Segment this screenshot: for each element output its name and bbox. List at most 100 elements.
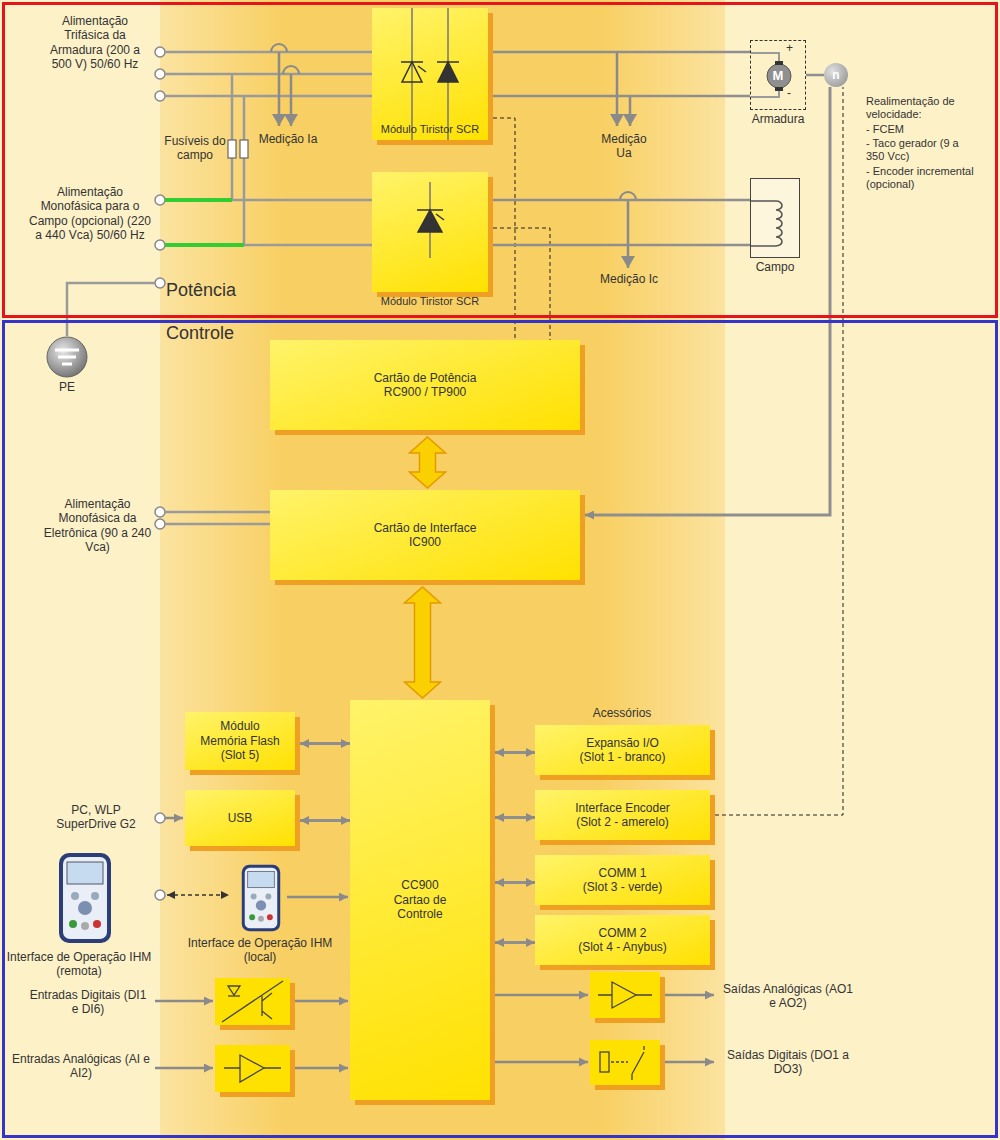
terminal (155, 47, 165, 900)
measurement-arrow (629, 96, 632, 126)
terminal (155, 47, 165, 57)
accessory-slot: COMM 1(Slot 3 - verde) (535, 855, 710, 905)
optocoupler-symbol (222, 981, 283, 1022)
box-title: Módulo Tiristor SCR (381, 123, 479, 136)
terminal (155, 69, 165, 79)
field-winding: Campo (750, 178, 800, 258)
io-label: Entradas Digitais (DI1 e DI6) (26, 988, 150, 1017)
optocoupler-symbol (262, 993, 272, 1019)
feedback-label: - Taco gerador (9 a 350 Vcc) (866, 137, 976, 163)
terminal (155, 813, 165, 823)
terminal (155, 507, 165, 517)
polarity-sign: + (786, 41, 798, 55)
thyristor-module-symbol (418, 210, 442, 232)
signal-arrow (665, 1061, 714, 1064)
power-section: PotênciaMódulo Tiristor SCRMódulo Tirist… (2, 2, 998, 318)
measurement-label: Medição Ua (592, 132, 656, 161)
group-label: Acessórios (582, 706, 662, 720)
measurement-arrow (627, 200, 630, 268)
io-block (215, 1045, 290, 1092)
data-link (495, 816, 535, 819)
supply-wire (67, 52, 372, 524)
box-title: Módulo Memória Flash (196, 719, 284, 748)
interface-card: Cartão de InterfaceIC900 (270, 490, 580, 580)
feedback-label: Realimentação de velocidade: (866, 95, 996, 121)
terminal (155, 890, 165, 900)
field-supply-wire (165, 200, 244, 245)
box-title: M (751, 68, 805, 84)
io-block (215, 978, 290, 1025)
supply-label: Alimentação Monofásica da Eletrônica (90… (40, 497, 155, 555)
io-label: Saídas Analógicas (AO1 e AO2) (718, 982, 858, 1011)
amplifier-symbol (612, 982, 636, 1008)
armature-motor: MArmadura (750, 40, 806, 110)
armature-motor-symbol (775, 87, 783, 91)
thyristor-module-symbol (401, 62, 426, 72)
fuse-symbol (240, 140, 248, 158)
power-wire (806, 74, 824, 77)
hmi-link (167, 894, 229, 896)
supply-label: Alimentação Monofásica para o Campo (opc… (28, 185, 152, 243)
box-subtitle: (Slot 4 - Anybus) (578, 940, 667, 954)
hmi-label: Interface de Operação IHM (remota) (4, 950, 154, 979)
amplifier-symbol (598, 994, 652, 995)
box-subtitle: RC900 / TP900 (384, 385, 467, 399)
optocoupler-symbol (228, 986, 240, 995)
thyristor-module: Módulo Tiristor SCR (372, 8, 488, 140)
box-title: COMM 1 (599, 866, 647, 880)
relay-symbol (600, 1052, 609, 1072)
box-subtitle: Armadura (752, 112, 805, 126)
flash-module: Módulo Memória Flash(Slot 5) (185, 712, 295, 770)
signal-arrow (155, 1067, 213, 1070)
box-subtitle: (Slot 5) (221, 748, 260, 762)
hmi-local (242, 865, 280, 932)
thyristor-module-symbol (438, 62, 458, 82)
signal-arrow (495, 994, 588, 997)
power-wire (493, 95, 750, 98)
field-winding-symbol (751, 179, 801, 259)
data-link (300, 819, 350, 822)
armature-motor-symbol (775, 61, 783, 65)
box-subtitle: (Slot 3 - verde) (583, 880, 662, 894)
data-link (495, 881, 535, 884)
relay-symbol (632, 1046, 644, 1080)
hmi-local (242, 865, 280, 932)
bus-arrow (405, 587, 441, 698)
io-block (590, 972, 660, 1018)
signal-arrow (290, 1067, 348, 1070)
ground-label: PE (55, 380, 79, 394)
fuse-symbol (228, 140, 248, 158)
thyristor-module-symbol (372, 172, 488, 268)
supply-wire (165, 52, 372, 96)
amplifier-symbol (240, 1055, 264, 1082)
box-title: USB (228, 811, 253, 825)
box-subtitle: (Slot 1 - branco) (579, 750, 665, 764)
fuse-symbol (228, 140, 236, 158)
io-label: Entradas Analógicas (AI e AI2) (10, 1052, 152, 1081)
field-supply-wire (165, 200, 244, 245)
control-card: CC900 Cartao de Controle (350, 700, 490, 1100)
terminal (155, 195, 165, 205)
hmi-label: Interface de Operação IHM (local) (180, 936, 340, 965)
supply-wire (232, 74, 372, 245)
data-link (300, 742, 350, 745)
box-title: Campo (756, 260, 795, 274)
measurement-arrow (290, 74, 293, 126)
accessory-slot: COMM 2(Slot 4 - Anybus) (535, 915, 710, 965)
polarity-sign: - (787, 86, 799, 100)
signal-arrow (165, 817, 183, 820)
accessory-slot: Interface Encoder(Slot 2 - amerelo) (535, 790, 710, 840)
box-title: Cartão de Interface (374, 521, 477, 535)
power-wire (493, 199, 750, 202)
terminal (155, 278, 165, 288)
hmi-remote (59, 853, 111, 943)
signal-arrow (287, 896, 348, 899)
ground-symbol (55, 350, 79, 364)
signal-link (715, 87, 843, 815)
speed-sensor: n (824, 63, 848, 87)
terminal (155, 240, 165, 250)
box-title: Potência (166, 280, 236, 302)
signal-arrow (665, 994, 714, 997)
box-subtitle: (Slot 2 - amerelo) (576, 815, 669, 829)
